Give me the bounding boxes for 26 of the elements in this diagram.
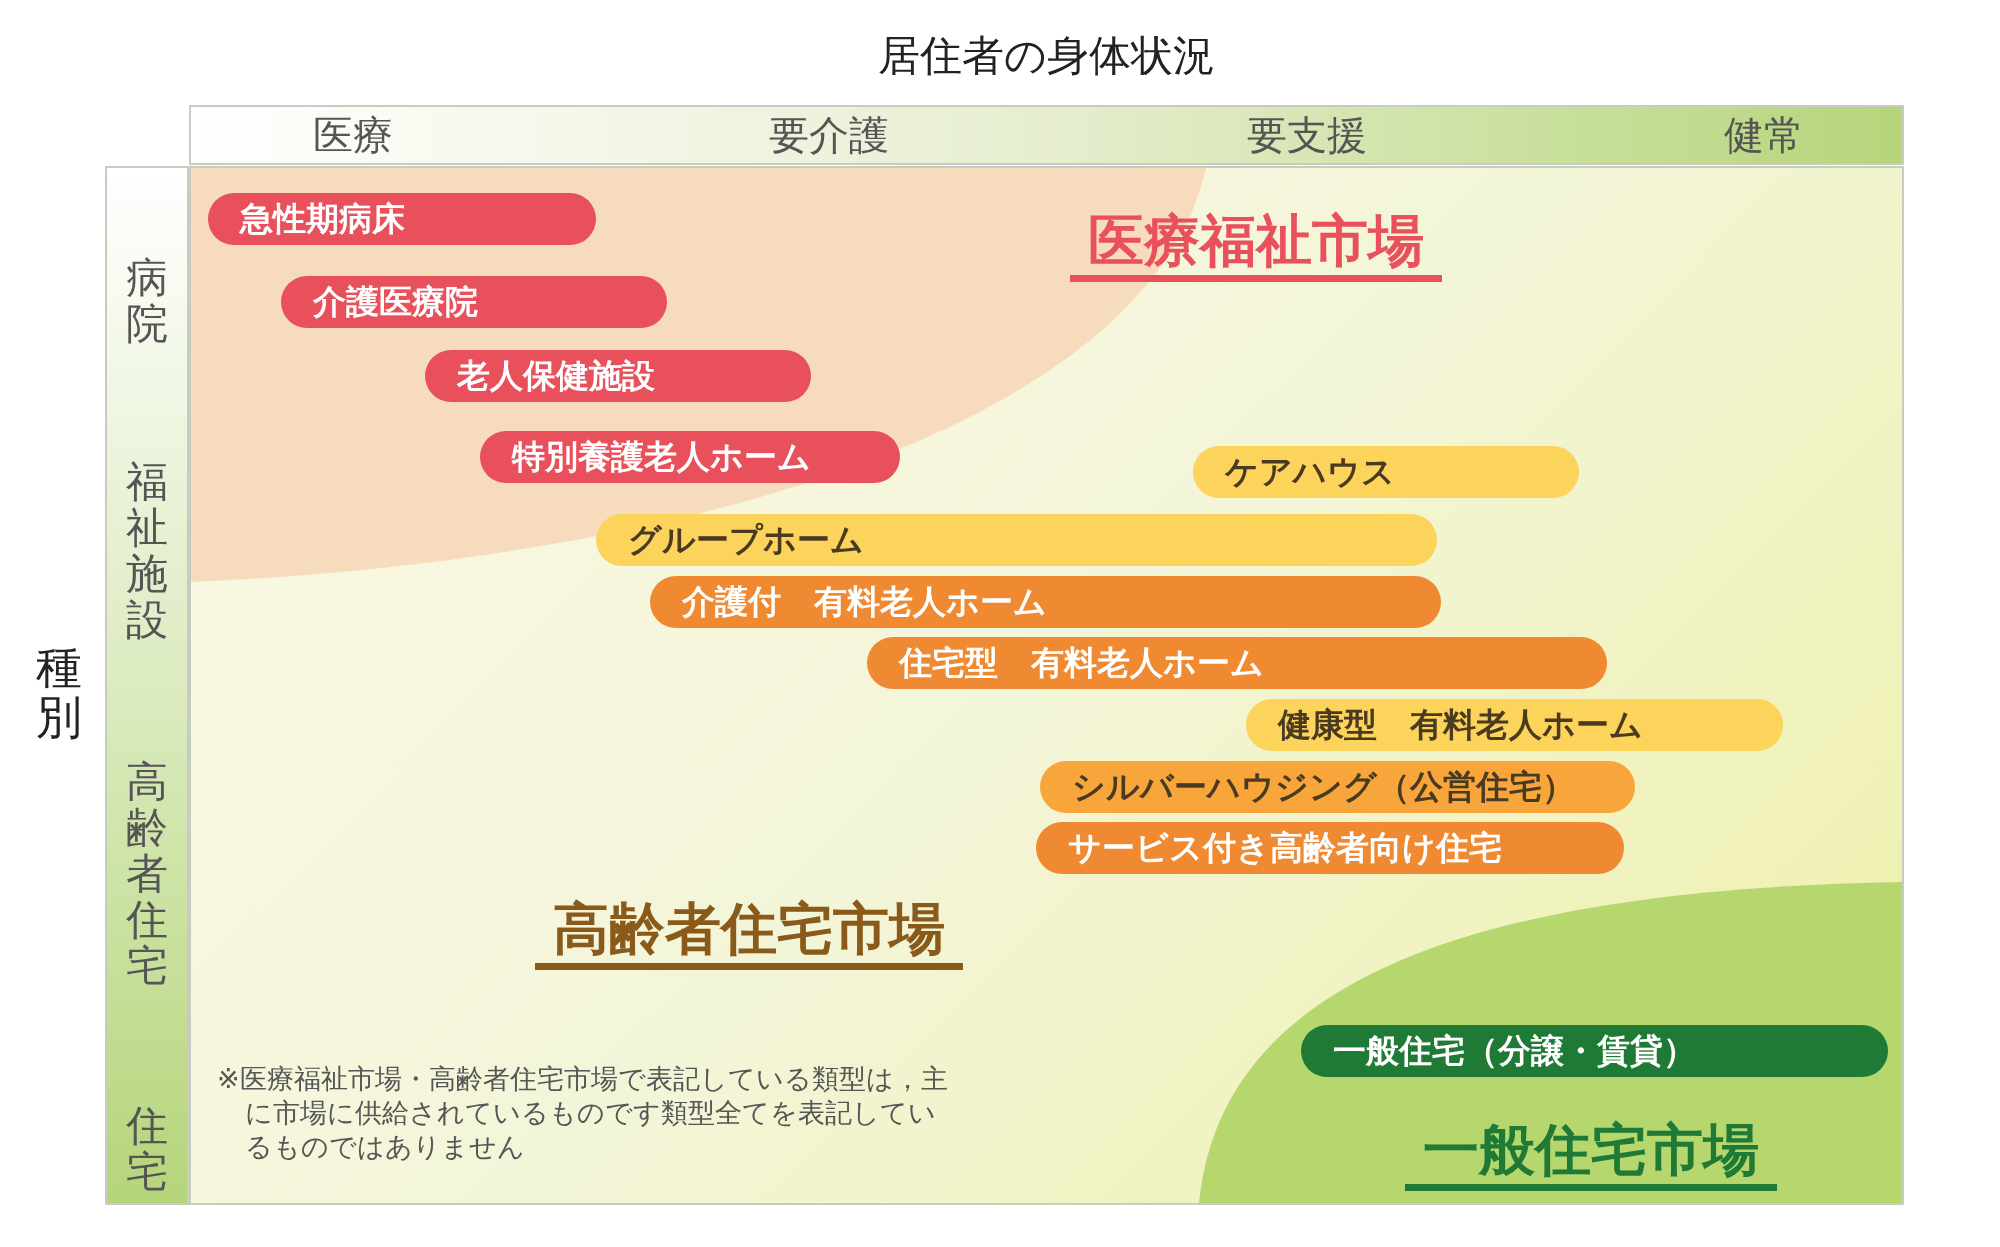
row-header: 高齢者住宅 bbox=[125, 759, 169, 989]
category-pill: サービス付き高齢者向け住宅 bbox=[1036, 822, 1624, 874]
category-pill: 住宅型 有料老人ホーム bbox=[867, 637, 1607, 689]
category-pill: 介護付 有料老人ホーム bbox=[650, 576, 1441, 628]
category-pill: 老人保健施設 bbox=[425, 350, 811, 402]
column-header: 医療 bbox=[312, 111, 394, 160]
market-title: 医療福祉市場 bbox=[1070, 209, 1442, 282]
row-header: 福祉施設 bbox=[125, 459, 169, 643]
category-pill: 介護医療院 bbox=[281, 276, 667, 328]
column-header: 要介護 bbox=[768, 111, 890, 160]
footnote: ※医療福祉市場・高齢者住宅市場で表記している類型は，主に市場に供給されているものです類型全てを表記しているものではありません bbox=[217, 1062, 949, 1164]
category-pill: 特別養護老人ホーム bbox=[480, 431, 900, 483]
row-header: 住宅 bbox=[125, 1103, 169, 1195]
row-header: 病院 bbox=[125, 255, 169, 347]
column-header: 要支援 bbox=[1246, 111, 1368, 160]
market-title: 高齢者住宅市場 bbox=[535, 897, 963, 970]
category-pill: ケアハウス bbox=[1193, 446, 1579, 498]
category-pill: 健康型 有料老人ホーム bbox=[1246, 699, 1783, 751]
axis-title: 居住者の身体状況 bbox=[876, 30, 1216, 82]
axis-title: 種別 bbox=[35, 642, 83, 742]
category-pill: 一般住宅（分譲・賃貸） bbox=[1301, 1025, 1888, 1077]
category-pill: グループホーム bbox=[596, 514, 1437, 566]
market-title: 一般住宅市場 bbox=[1405, 1118, 1777, 1191]
category-pill: シルバーハウジング（公営住宅） bbox=[1040, 761, 1635, 813]
category-pill: 急性期病床 bbox=[208, 193, 596, 245]
column-header: 健常 bbox=[1723, 111, 1805, 160]
